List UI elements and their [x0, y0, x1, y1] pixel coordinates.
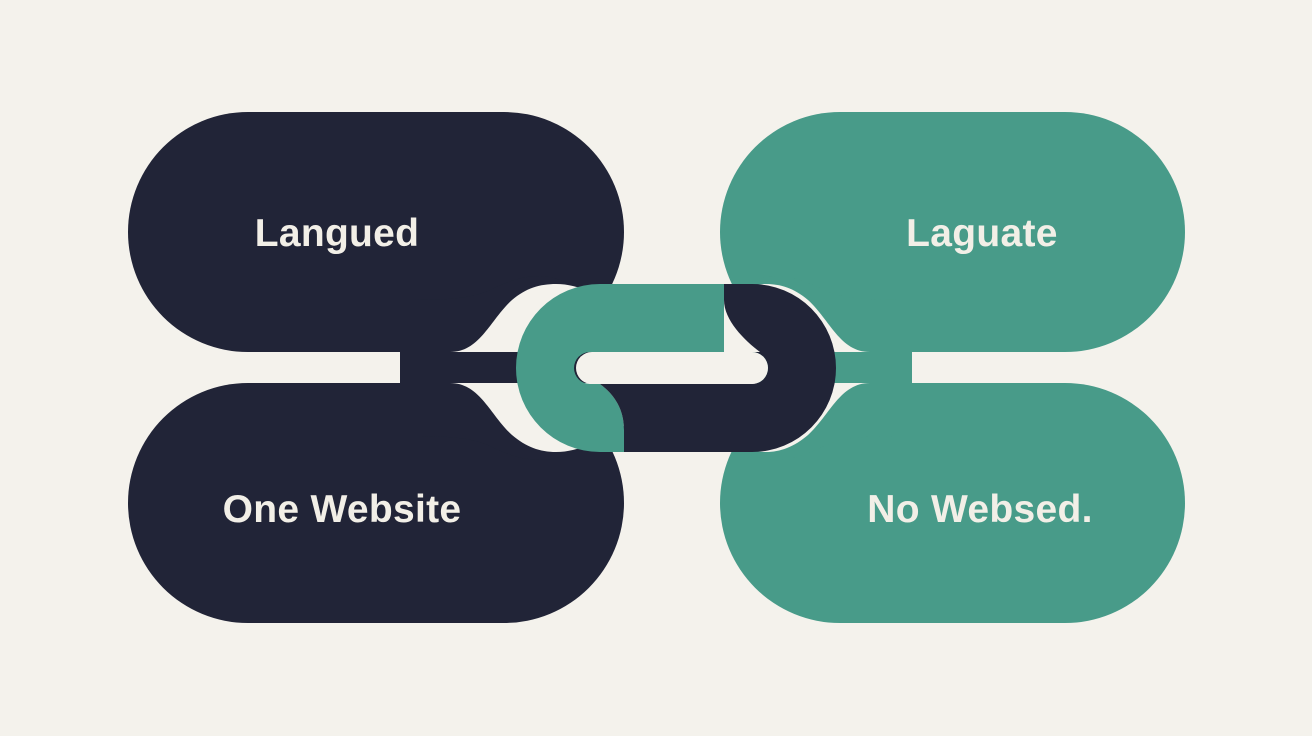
- chain-link-right-half: [600, 284, 836, 452]
- chain-link-icon: [516, 284, 836, 452]
- chain-link-left-half: [516, 284, 724, 452]
- node-bottom-right-label: No Websed.: [867, 488, 1092, 531]
- node-top-right-label: Laguate: [906, 212, 1058, 255]
- chain-link-slot: [576, 352, 768, 384]
- node-bottom-right-shape: [720, 383, 1185, 623]
- node-bottom-left-label: One Website: [223, 488, 462, 531]
- node-top-right-shape: [720, 112, 1185, 352]
- node-top-left-label: Langued: [255, 212, 420, 255]
- left-node-group: [128, 112, 624, 623]
